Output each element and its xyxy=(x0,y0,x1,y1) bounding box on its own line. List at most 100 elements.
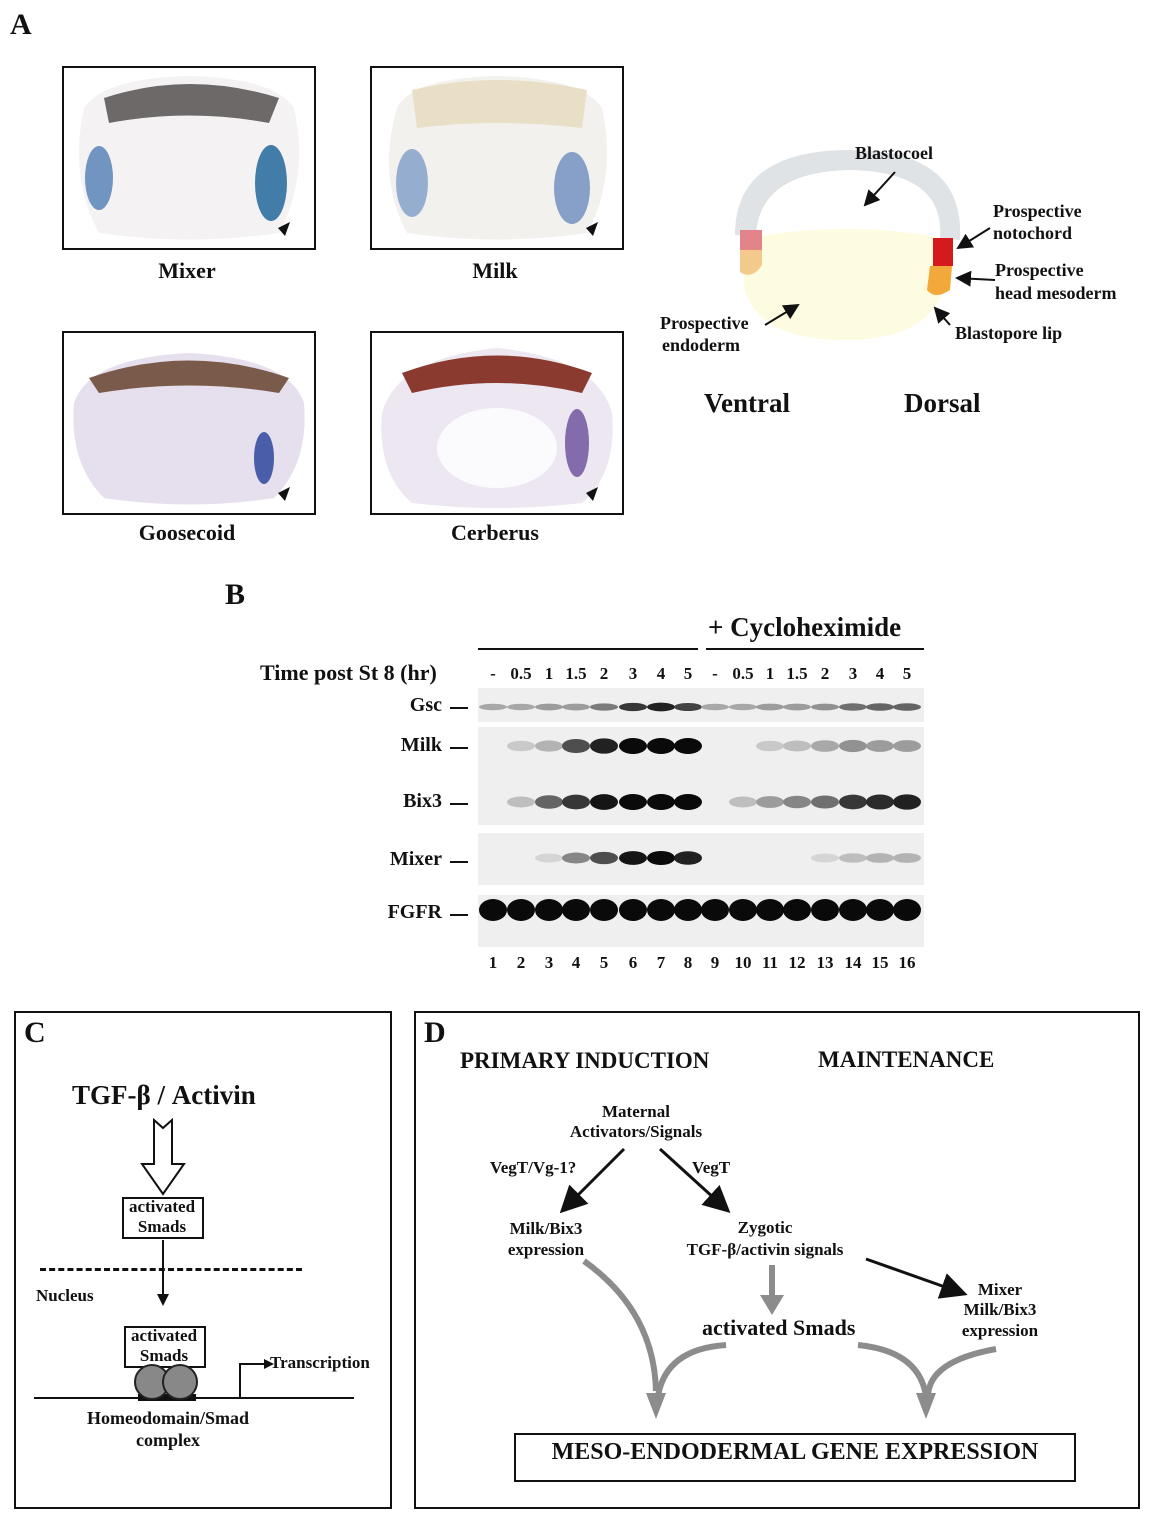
panel-d-frame xyxy=(414,1011,1140,1509)
band-bix3 xyxy=(729,796,757,808)
band-fgfr xyxy=(590,899,618,921)
lane-number: 7 xyxy=(656,953,666,972)
lane-number: 16 xyxy=(898,953,916,972)
primary-induction-heading: PRIMARY INDUCTION xyxy=(460,1048,710,1073)
timepoint-label: 3 xyxy=(628,664,638,683)
band-milk xyxy=(839,739,867,753)
tgf-activin-title: TGF-β / Activin xyxy=(72,1080,256,1110)
band-milk xyxy=(647,738,675,754)
panel-d-letter: D xyxy=(424,1016,446,1049)
caption-milk: Milk xyxy=(472,258,518,283)
band-gsc xyxy=(562,703,590,711)
time-label: Time post St 8 (hr) xyxy=(260,660,437,685)
panel-c-frame xyxy=(14,1011,392,1509)
panel-a-letter: A xyxy=(10,8,32,41)
label-blastocoel: Blastocoel xyxy=(855,143,933,163)
lane-number: 1 xyxy=(488,953,498,972)
cycloheximide-label: + Cycloheximide xyxy=(708,612,902,642)
band-gsc xyxy=(535,703,563,711)
gene-label-bix3: Bix3 xyxy=(403,790,442,812)
bracket-control xyxy=(478,648,698,650)
maternal-line1: Maternal xyxy=(602,1102,670,1121)
embryo-photo-milk xyxy=(370,66,624,250)
band-gsc xyxy=(619,702,647,712)
milkbix-line1: Milk/Bix3 xyxy=(509,1219,583,1238)
timepoint-label: 5 xyxy=(683,664,693,683)
nuclear-import-arrow xyxy=(157,1240,169,1306)
band-fgfr xyxy=(647,899,675,921)
band-bix3 xyxy=(507,796,535,808)
band-milk xyxy=(866,740,894,752)
band-fgfr xyxy=(674,899,702,921)
band-gsc xyxy=(507,703,535,711)
label-endoderm-1: Prospective xyxy=(660,313,749,333)
box2-line2: Smads xyxy=(139,1346,189,1365)
milkbix-line2: expression xyxy=(507,1240,585,1259)
gene-tick-milk xyxy=(450,747,468,749)
lane-number: 14 xyxy=(844,953,862,972)
timepoint-label: 5 xyxy=(902,664,912,683)
meso-endodermal-label: MESO-ENDODERMAL GENE EXPRESSION xyxy=(551,1439,1039,1465)
band-gsc xyxy=(590,703,618,711)
nuclear-membrane xyxy=(40,1268,302,1271)
timepoint-label: 4 xyxy=(875,664,885,683)
pathway-arrows xyxy=(559,1147,997,1419)
band-mixer xyxy=(839,853,867,863)
band-fgfr xyxy=(839,899,867,921)
lane-number: 5 xyxy=(599,953,609,972)
band-milk xyxy=(535,740,563,752)
band-gsc xyxy=(893,703,921,711)
band-fgfr xyxy=(729,899,757,921)
box1-line1: activated xyxy=(128,1197,196,1216)
band-bix3 xyxy=(839,794,867,810)
mixer-line3: expression xyxy=(961,1321,1039,1340)
lane-number: 6 xyxy=(628,953,638,972)
band-gsc xyxy=(866,703,894,711)
timepoint-label: 1.5 xyxy=(565,664,587,683)
box1-line2: Smads xyxy=(137,1217,187,1236)
gene-label-mixer: Mixer xyxy=(389,848,442,870)
band-fgfr xyxy=(783,899,811,921)
lane-number: 12 xyxy=(788,953,806,972)
caption-goosecoid: Goosecoid xyxy=(138,520,236,545)
box2-line1: activated xyxy=(130,1326,198,1345)
label-blastopore-lip: Blastopore lip xyxy=(955,323,1063,343)
band-bix3 xyxy=(674,794,702,810)
timepoint-label: - xyxy=(712,664,718,683)
band-mixer xyxy=(647,851,675,865)
band-fgfr xyxy=(866,899,894,921)
label-head-2: head mesoderm xyxy=(995,283,1117,303)
maternal-line2: Activators/Signals xyxy=(569,1122,703,1141)
band-gsc xyxy=(701,703,729,711)
embryo-photo-mixer xyxy=(62,66,316,250)
band-milk xyxy=(674,738,702,754)
caption-mixer: Mixer xyxy=(158,258,216,283)
label-ventral: Ventral xyxy=(704,388,790,418)
band-bix3 xyxy=(647,794,675,810)
meso-endodermal-box xyxy=(514,1433,1076,1482)
label-endoderm-2: endoderm xyxy=(662,335,740,355)
band-milk xyxy=(811,740,839,752)
band-milk xyxy=(507,740,535,752)
label-notochord-1: Prospective xyxy=(993,201,1082,221)
band-bix3 xyxy=(619,794,647,810)
embryo-schematic xyxy=(735,150,996,340)
lane-number: 10 xyxy=(734,953,752,972)
band-gsc xyxy=(729,703,757,711)
band-fgfr xyxy=(756,899,784,921)
lane-number: 3 xyxy=(544,953,554,972)
timepoint-label: 2 xyxy=(599,664,609,683)
band-milk xyxy=(756,740,784,752)
lane-number: 11 xyxy=(761,953,779,972)
band-bix3 xyxy=(756,796,784,808)
band-fgfr xyxy=(535,899,563,921)
complex-line1: Homeodomain/Smad xyxy=(86,1408,250,1428)
timepoint-label: 1 xyxy=(765,664,775,683)
embryo-photo-goosecoid xyxy=(62,331,316,515)
gene-tick-fgfr xyxy=(450,914,468,916)
lane-number: 13 xyxy=(816,953,834,972)
band-fgfr xyxy=(479,899,507,921)
band-mixer xyxy=(562,852,590,864)
hollow-down-arrow xyxy=(140,1118,186,1196)
band-mixer xyxy=(893,853,921,863)
